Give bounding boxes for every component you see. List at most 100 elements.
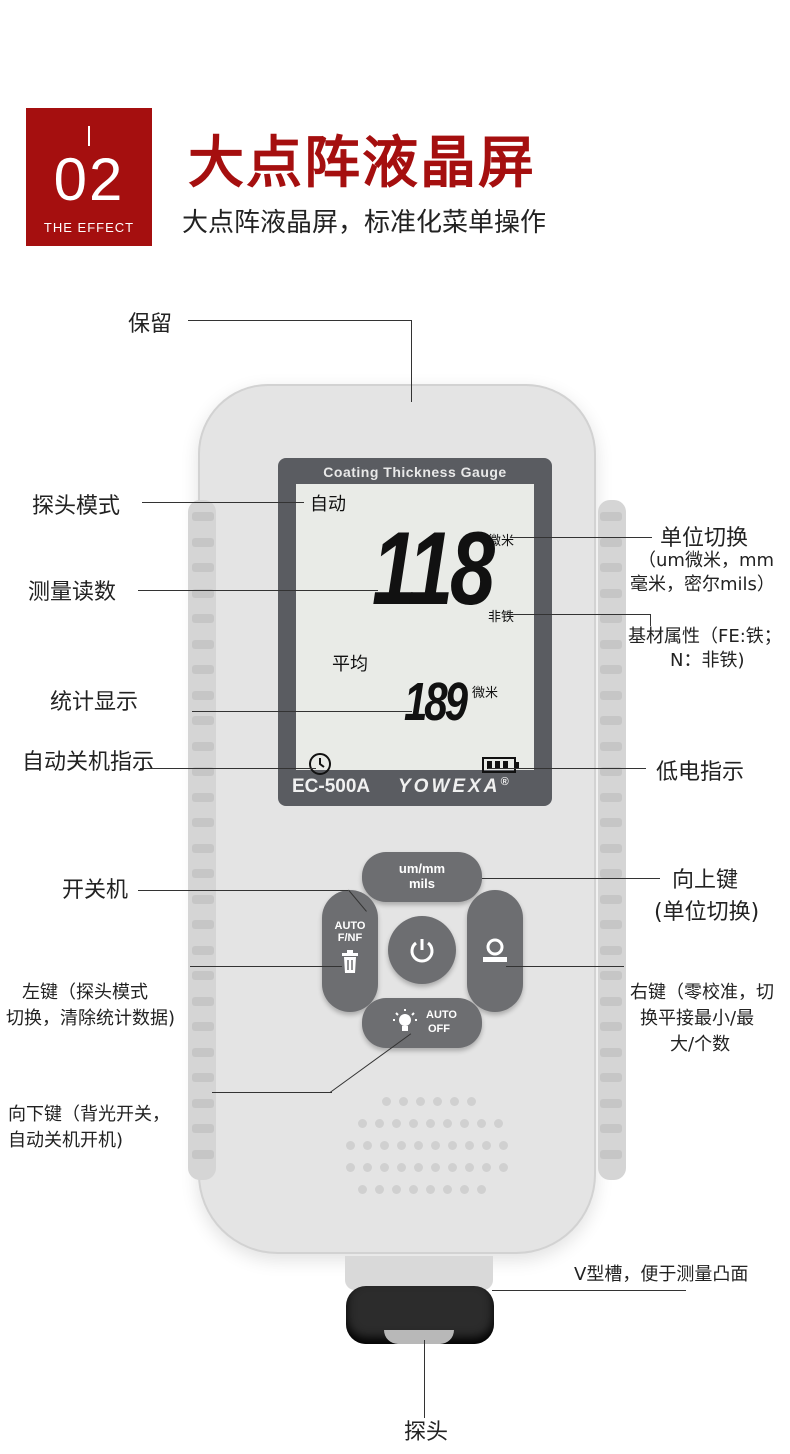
badge-number: 02 — [53, 146, 125, 213]
grip-notch — [192, 614, 214, 623]
grip-notch — [600, 920, 622, 929]
grille-dot — [433, 1097, 442, 1106]
trash-icon — [342, 950, 358, 973]
brand-label: YOWEXA® — [398, 776, 509, 798]
grip-notch — [192, 563, 214, 572]
label-unit-detail-2: 毫米，密尔mils） — [630, 574, 775, 595]
left-grip — [188, 500, 216, 1180]
grip-notch — [192, 1022, 214, 1031]
grille-dot — [499, 1163, 508, 1172]
grip-notch — [600, 792, 622, 802]
lcd-avg-label: 平均 — [332, 654, 368, 675]
label-probe-mode: 探头模式 — [32, 494, 121, 519]
label-auto-off: 自动关机指示 — [22, 750, 155, 775]
grip-notch — [600, 639, 622, 649]
grip-notch — [600, 1022, 622, 1031]
grille-dot — [380, 1163, 389, 1172]
up-button-line2: mils — [408, 876, 435, 891]
grille-dot — [346, 1141, 355, 1150]
right-button[interactable] — [467, 890, 523, 1012]
grille-dot — [482, 1163, 491, 1172]
grille-dot — [494, 1119, 503, 1128]
label-power: 开关机 — [62, 878, 129, 903]
page-title: 大点阵液晶屏 — [188, 131, 536, 196]
grip-notch — [600, 563, 622, 572]
grille-dot — [375, 1119, 384, 1128]
grip-notch — [600, 1149, 622, 1159]
label-probe: 探头 — [404, 1420, 449, 1445]
probe-tip — [384, 1330, 454, 1344]
grille-dot — [448, 1141, 457, 1150]
label-down-key-1: 向下键（背光开关， — [8, 1104, 170, 1125]
grip-notch — [192, 920, 214, 929]
label-left-key-2: 切换，清除统计数据) — [6, 1008, 176, 1029]
grille-dot — [416, 1097, 425, 1106]
grip-notch — [192, 716, 214, 725]
grille-dot — [460, 1185, 469, 1194]
grip-notch — [192, 945, 214, 955]
up-button[interactable]: um/mm mils — [362, 852, 482, 902]
label-right-key-3: 大/个数 — [670, 1034, 731, 1055]
grip-notch — [192, 792, 214, 802]
grip-notch — [600, 716, 622, 725]
grip-notch — [600, 767, 622, 776]
label-down-key-2: 自动关机开机) — [8, 1130, 124, 1151]
grip-notch — [192, 818, 214, 827]
label-up-key-2: (单位切换) — [654, 900, 760, 925]
grip-notch — [600, 512, 622, 521]
power-button[interactable] — [388, 916, 456, 984]
down-button-line2: OFF — [428, 1023, 450, 1035]
left-button-line1: AUTO — [334, 920, 366, 932]
battery-icon — [482, 757, 519, 773]
grip-notch — [600, 971, 622, 980]
section-badge: 02 THE EFFECT — [26, 108, 152, 246]
grip-notch — [192, 1098, 214, 1108]
grip-notch — [192, 588, 214, 598]
grille-dot — [414, 1141, 423, 1150]
grille-dot — [358, 1119, 367, 1128]
grip-notch — [600, 843, 622, 853]
grip-notch — [600, 1047, 622, 1057]
down-button-line1: AUTO — [426, 1009, 457, 1021]
label-left-key-1: 左键（探头模式 — [22, 982, 148, 1003]
down-button[interactable]: AUTO OFF — [362, 998, 482, 1048]
grip-notch — [600, 690, 622, 700]
grip-notch — [192, 1124, 214, 1133]
grip-notch — [192, 741, 214, 751]
grip-notch — [192, 894, 214, 904]
grille-dot — [443, 1119, 452, 1128]
grille-dot — [465, 1141, 474, 1150]
left-button[interactable]: AUTO F/NF — [322, 890, 378, 1012]
grille-dot — [392, 1185, 401, 1194]
power-icon — [410, 939, 434, 963]
grip-notch — [600, 537, 622, 547]
grip-notch — [192, 1047, 214, 1057]
grip-notch — [600, 945, 622, 955]
grip-notch — [600, 614, 622, 623]
grille-dot — [499, 1141, 508, 1150]
zero-icon — [483, 938, 507, 962]
grille-dot — [448, 1163, 457, 1172]
page-subtitle: 大点阵液晶屏，标准化菜单操作 — [182, 208, 547, 238]
label-right-key-1: 右键（零校准，切 — [630, 982, 774, 1003]
grip-notch — [600, 818, 622, 827]
lcd-unit: 微米 — [488, 534, 515, 549]
grille-dot — [467, 1097, 476, 1106]
label-low-battery: 低电指示 — [656, 760, 745, 785]
left-button-line2: F/NF — [337, 932, 363, 944]
badge-tick — [88, 126, 90, 146]
lcd-mode: 自动 — [310, 494, 346, 515]
label-up-key-1: 向上键 — [672, 868, 739, 893]
grip-notch — [600, 894, 622, 904]
label-substrate-2: N：非铁) — [670, 650, 745, 671]
grip-notch — [600, 588, 622, 598]
grip-notch — [600, 665, 622, 674]
grille-dot — [409, 1185, 418, 1194]
clock-icon — [309, 753, 331, 775]
lcd-avg-value: 189 — [404, 672, 468, 732]
label-statistics: 统计显示 — [50, 690, 139, 715]
grip-notch — [192, 690, 214, 700]
grille-dot — [426, 1185, 435, 1194]
grille-dot — [363, 1163, 372, 1172]
screen-title: Coating Thickness Gauge — [323, 464, 507, 480]
